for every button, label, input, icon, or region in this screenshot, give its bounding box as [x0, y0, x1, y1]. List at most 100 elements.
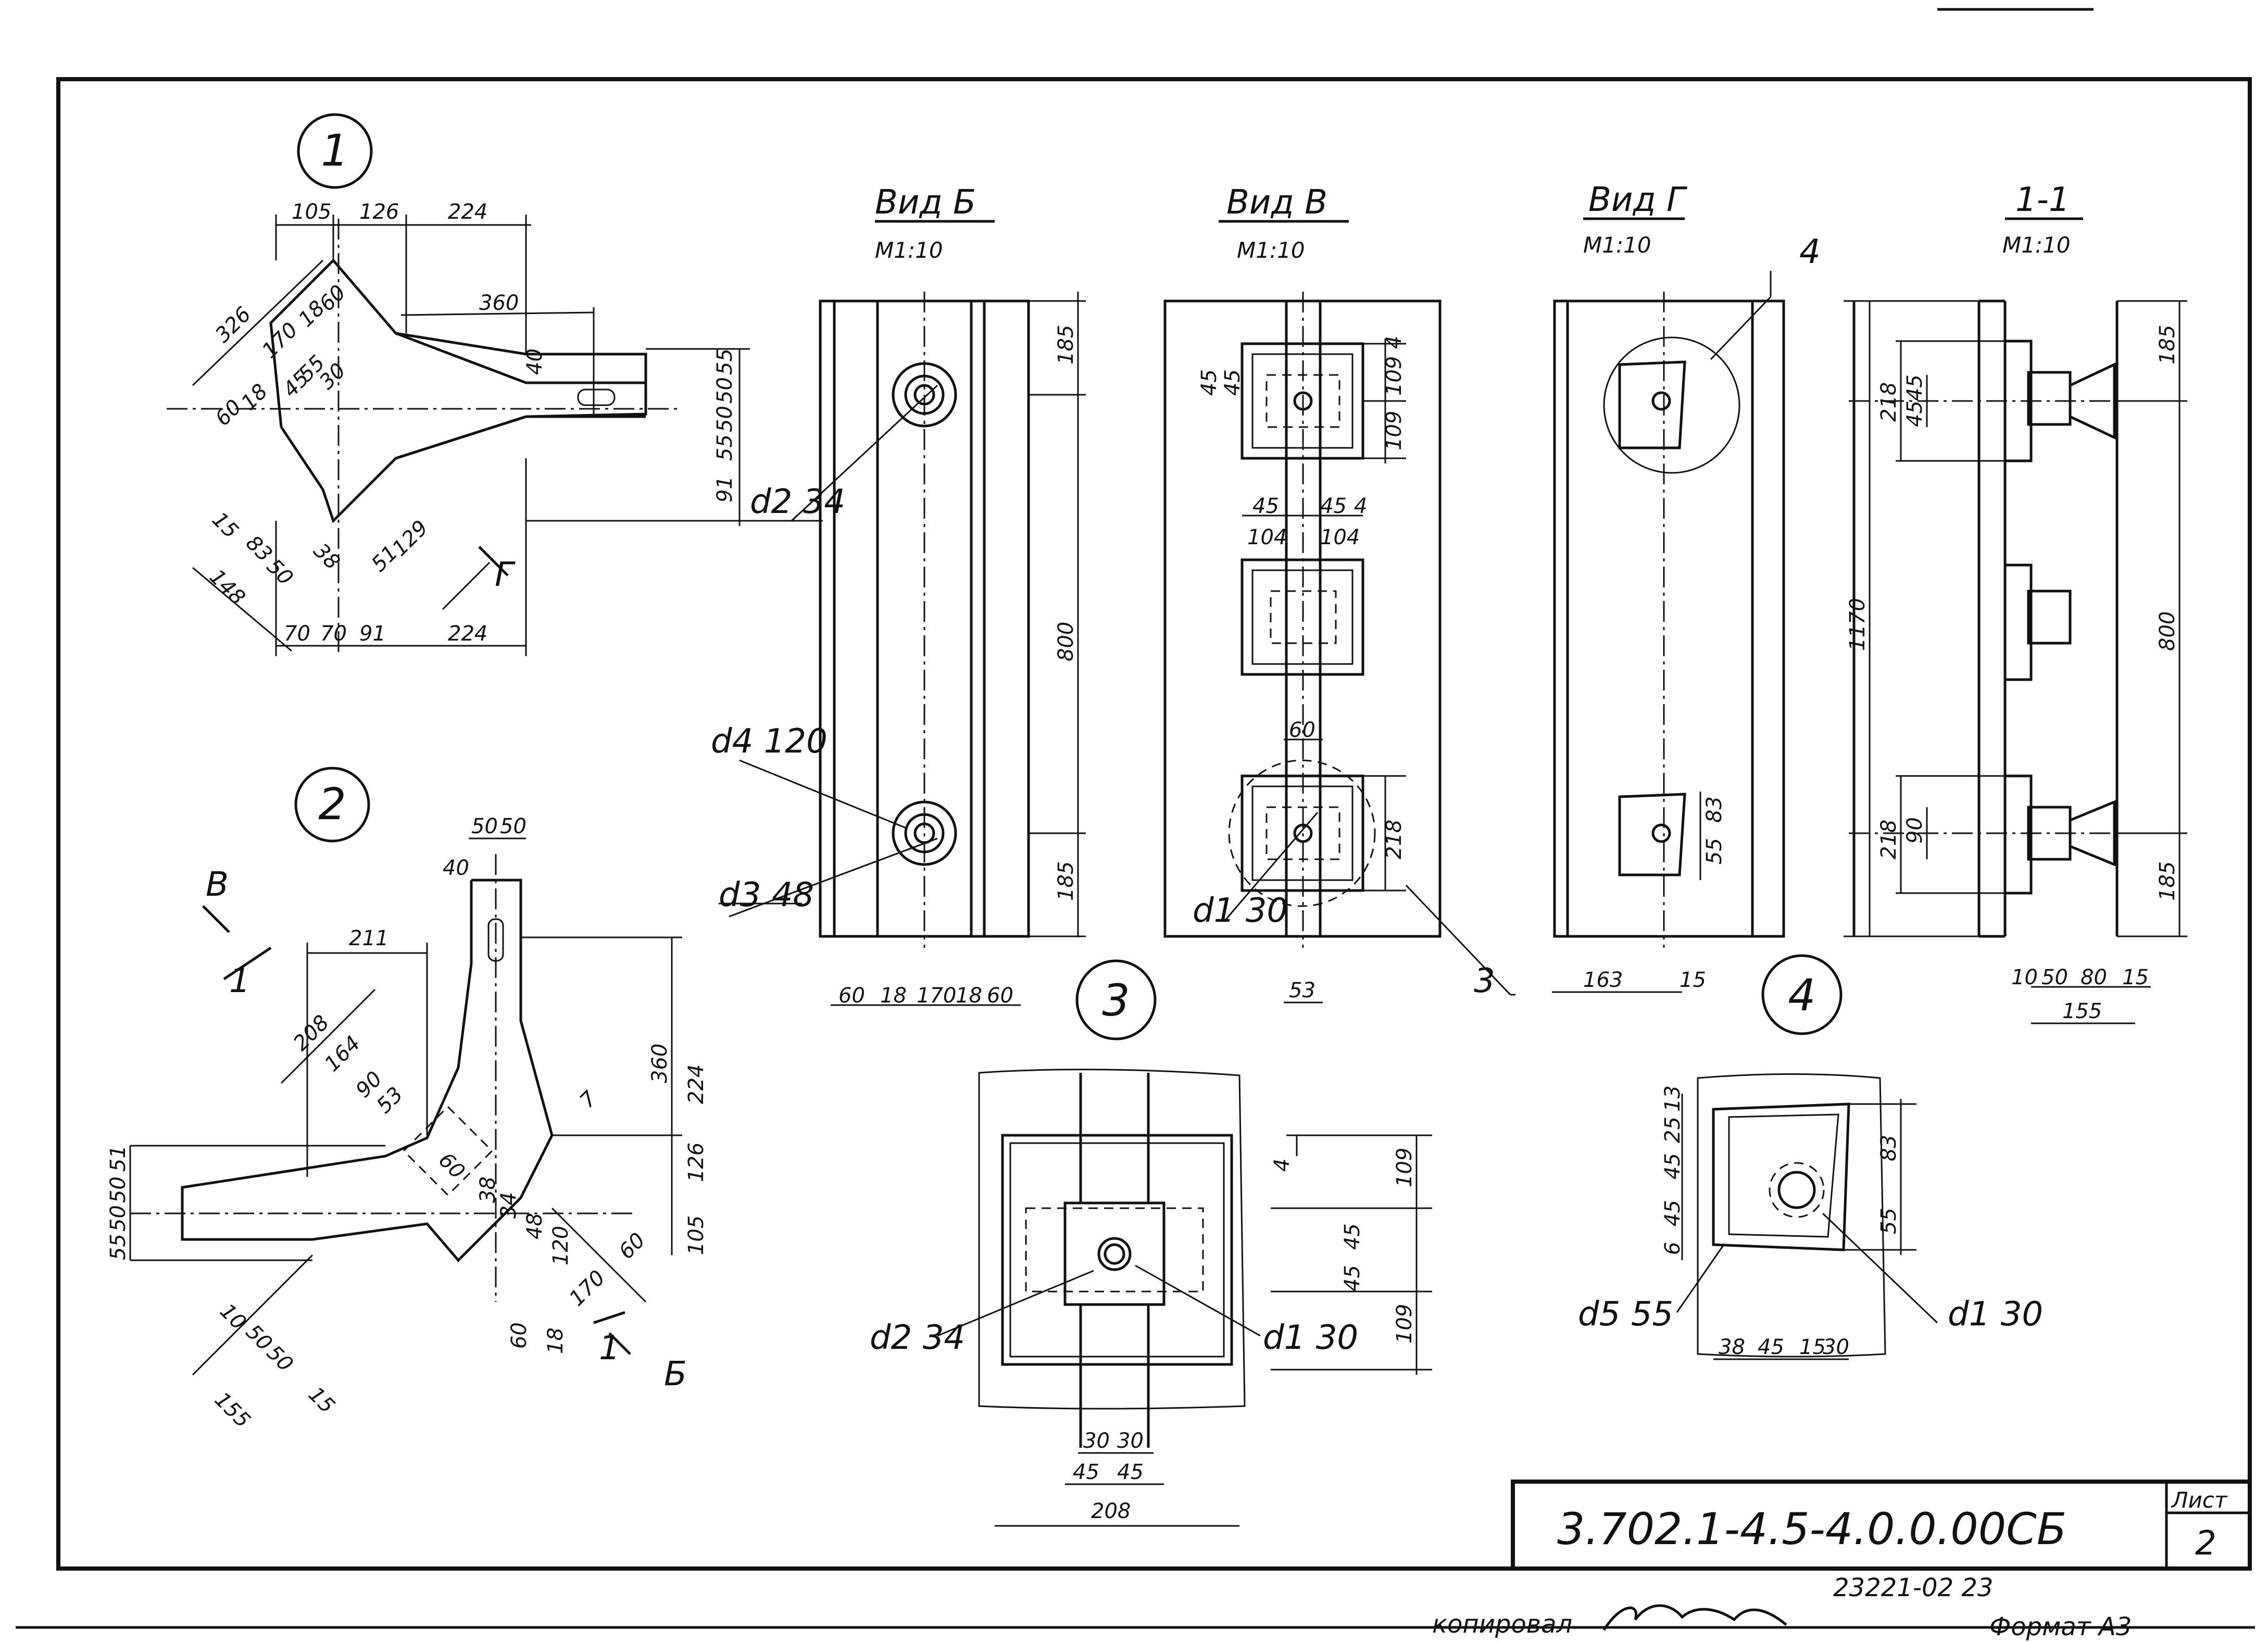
- dimension-label: 10: [2011, 966, 2038, 989]
- node-4: 4 13 25 45 45 6 83 55 38 45 15 30 d5 55 …: [1578, 954, 2043, 1360]
- dimension-label: 45: [1340, 1265, 1364, 1292]
- drawing-line: [904, 374, 945, 415]
- dimension-label: 30: [1823, 1335, 1849, 1359]
- dimension-label: 1170: [1846, 598, 1870, 651]
- dimension-label: 170: [258, 318, 303, 364]
- dimension-label: 83: [1702, 796, 1726, 823]
- drawing-line: [192, 567, 292, 652]
- view-b: Вид Б М1:10 185 800 185 60 18 170 18 60: [711, 183, 1086, 1008]
- format-label: Формат А3: [1989, 1612, 2132, 1641]
- view-v: Вид В М1:10 45 45 4 109 10: [1163, 183, 1515, 1004]
- drawing-line: [1651, 823, 1671, 843]
- dimension-label: d4 120: [711, 722, 828, 761]
- dimension-label: 48: [523, 1213, 547, 1239]
- dimension-label: 60: [987, 984, 1013, 1008]
- dimension-label: Б: [664, 1355, 687, 1394]
- dimension-label: 18: [880, 984, 907, 1008]
- view-v-plate-bottom: [1240, 774, 1364, 892]
- dimension-label: 45: [1903, 400, 1927, 427]
- drawing-line: [2069, 800, 2116, 867]
- view-g-cone-bottom: [1618, 793, 1686, 876]
- dimension-label: 55: [1877, 1208, 1901, 1234]
- callout-circle-3: [1075, 959, 1157, 1041]
- dimension-label: 218: [1877, 820, 1901, 859]
- dimension-label: 45: [1252, 494, 1279, 518]
- drawing-line: [478, 546, 509, 576]
- dimension-label: 40: [523, 348, 547, 375]
- dimension-label: 50: [713, 377, 737, 404]
- dimension-label: 50: [2041, 966, 2068, 989]
- dimension-label: 109: [1393, 1148, 1417, 1187]
- detail-1: 1 105 126 224 326 170 18 60 55 45: [167, 113, 750, 656]
- dimension-label: 163: [1583, 968, 1623, 992]
- document-code: 3.702.1-4.5-4.0.0.00СБ: [1557, 1503, 2066, 1555]
- dimension-label: 45: [1758, 1335, 1784, 1359]
- section-1-1: 1-1 М1:10 21: [1844, 181, 2187, 1024]
- view-b-title: Вид Б: [875, 183, 976, 222]
- view-v-scale: М1:10: [1237, 237, 1305, 263]
- dimension-label: 15: [2122, 966, 2149, 989]
- dimension-label: 60: [507, 1322, 531, 1349]
- dimension-label: 70: [284, 622, 310, 646]
- dimension-label: 80: [2081, 966, 2107, 989]
- dimension-label: d1 30: [1193, 892, 1288, 930]
- drawing-line: [1710, 296, 1772, 360]
- drawing-line: [1265, 374, 1340, 428]
- dimension-label: 148: [205, 565, 250, 610]
- drawing-line: [192, 1254, 314, 1376]
- dimension-label: 10: [215, 1299, 251, 1335]
- dimension-label: 109: [1393, 1304, 1417, 1344]
- dimension-label: 45: [1117, 1460, 1144, 1484]
- drawing-line: [202, 905, 230, 933]
- view-b-scale: М1:10: [875, 237, 943, 263]
- drawing-line: [2069, 362, 2116, 440]
- view-g: Вид Г М1:10 4 83 55 163 15: [1552, 181, 1821, 993]
- drawing-line: [913, 384, 935, 406]
- drawing-line: [937, 1270, 1094, 1337]
- dimension-label: 4: [1270, 1159, 1294, 1172]
- drawing-line: [1025, 1207, 1204, 1293]
- dimension-label: 155: [210, 1388, 255, 1433]
- dimension-label: 25: [1661, 1117, 1685, 1143]
- dimension-label: 60: [615, 1229, 650, 1264]
- dimension-label: 800: [1054, 622, 1078, 661]
- dimension-label: 326: [211, 303, 256, 348]
- detail1-slot: [577, 388, 616, 406]
- dimension-label: 208: [1091, 1499, 1131, 1523]
- dimension-label: 109: [1382, 356, 1406, 396]
- dimension-label: 18: [956, 984, 982, 1008]
- dimension-label: 40: [443, 856, 469, 880]
- dimension-label: В: [206, 866, 229, 904]
- dimension-label: 120: [549, 1226, 573, 1265]
- dimension-label: 360: [648, 1044, 672, 1083]
- dimension-label: 53: [1289, 979, 1315, 1002]
- dimension-label: 50: [106, 1176, 130, 1203]
- view-v-detail3-circle: [1228, 759, 1376, 907]
- view-v-plate-middle: [1240, 558, 1364, 676]
- dimension-label: 218: [1382, 820, 1406, 859]
- dimension-label: 45: [1197, 369, 1221, 396]
- dimension-label: 91: [359, 622, 386, 646]
- dimension-label: 38: [1719, 1335, 1745, 1359]
- node3-plate: [1001, 1134, 1233, 1366]
- dimension-label: 90: [1903, 817, 1927, 844]
- drawing-line: [1104, 1243, 1125, 1265]
- drawing-line: [978, 1069, 1246, 1410]
- sheet-label: Лист: [2171, 1487, 2228, 1513]
- dimension-label: 13: [1661, 1085, 1685, 1112]
- section-1-1-scale: М1:10: [2002, 232, 2071, 258]
- dimension-label: 50: [713, 406, 737, 432]
- dimension-label: 55: [713, 348, 737, 375]
- drawing-line: [904, 813, 945, 854]
- dimension-label: 15: [304, 1383, 340, 1419]
- dimension-label: 38: [476, 1176, 500, 1203]
- detail1-strip-upper: [395, 332, 646, 384]
- drawing-line: [739, 759, 907, 829]
- section-1-1-title: 1-1: [2015, 181, 2070, 219]
- sheet-number: 2: [2195, 1524, 2216, 1563]
- dimension-label: 34: [497, 1192, 521, 1219]
- dimension-label: 224: [448, 200, 487, 224]
- dimension-label: 55: [713, 434, 737, 461]
- dimension-label: 50: [262, 555, 298, 591]
- drawing-line: [1293, 391, 1313, 411]
